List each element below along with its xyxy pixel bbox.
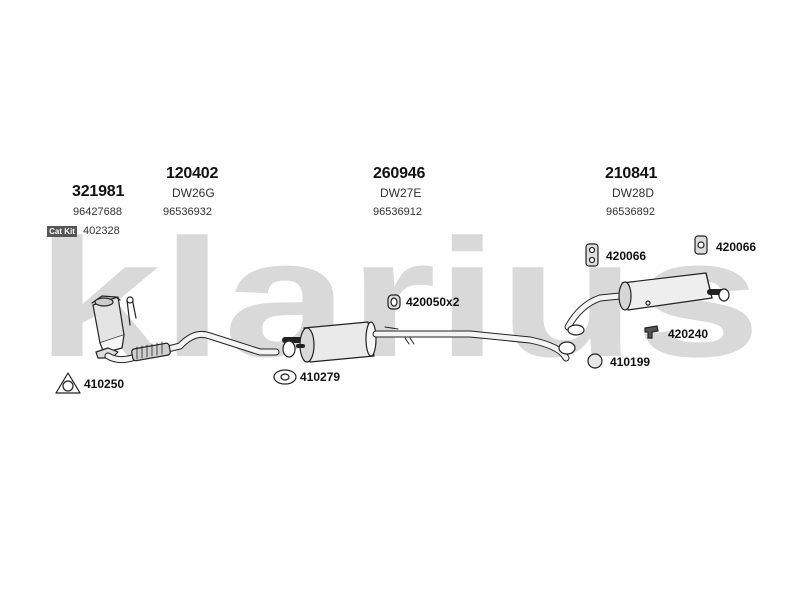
- catalytic-converter: [91, 295, 137, 359]
- part-number-label: 260946: [373, 165, 426, 182]
- fitting-label: 410279: [300, 370, 341, 384]
- fitting-label: 410199: [610, 355, 651, 369]
- bracket-clamp-icon: [644, 325, 659, 339]
- oem-number-label: 96536912: [373, 206, 422, 218]
- triangle-flange-gasket-icon: [55, 372, 81, 394]
- front-pipe: [104, 330, 280, 364]
- fitting-label: 410250: [84, 377, 125, 391]
- oem-number-label: 96536932: [163, 206, 212, 218]
- model-code-label: DW26G: [172, 186, 215, 200]
- oem-number-label: 96536892: [606, 206, 655, 218]
- fitting-label: 420050x2: [406, 295, 460, 309]
- rubber-hanger-icon: [694, 235, 708, 255]
- fitting-label: 420240: [668, 327, 709, 341]
- ring-gasket-icon: [587, 353, 603, 369]
- fitting-label: 420066: [606, 249, 647, 263]
- oem-number-label: 96427688: [73, 206, 122, 218]
- intermediate-pipe: [372, 326, 576, 362]
- cat-kit-part-number: 402328: [83, 225, 120, 237]
- model-code-label: DW27E: [380, 186, 422, 200]
- cat-kit-badge: Cat Kit: [47, 226, 77, 237]
- centre-silencer: [282, 321, 377, 363]
- fitting-label: 420066: [716, 240, 757, 254]
- oval-gasket-icon: [273, 369, 297, 385]
- rubber-hanger-icon: [387, 294, 401, 310]
- part-number-label: 321981: [72, 183, 125, 200]
- model-code-label: DW28D: [612, 186, 655, 200]
- part-number-label: 120402: [166, 165, 219, 182]
- part-number-label: 210841: [605, 165, 658, 182]
- rear-silencer: [564, 272, 730, 336]
- rubber-hanger-icon: [585, 243, 599, 267]
